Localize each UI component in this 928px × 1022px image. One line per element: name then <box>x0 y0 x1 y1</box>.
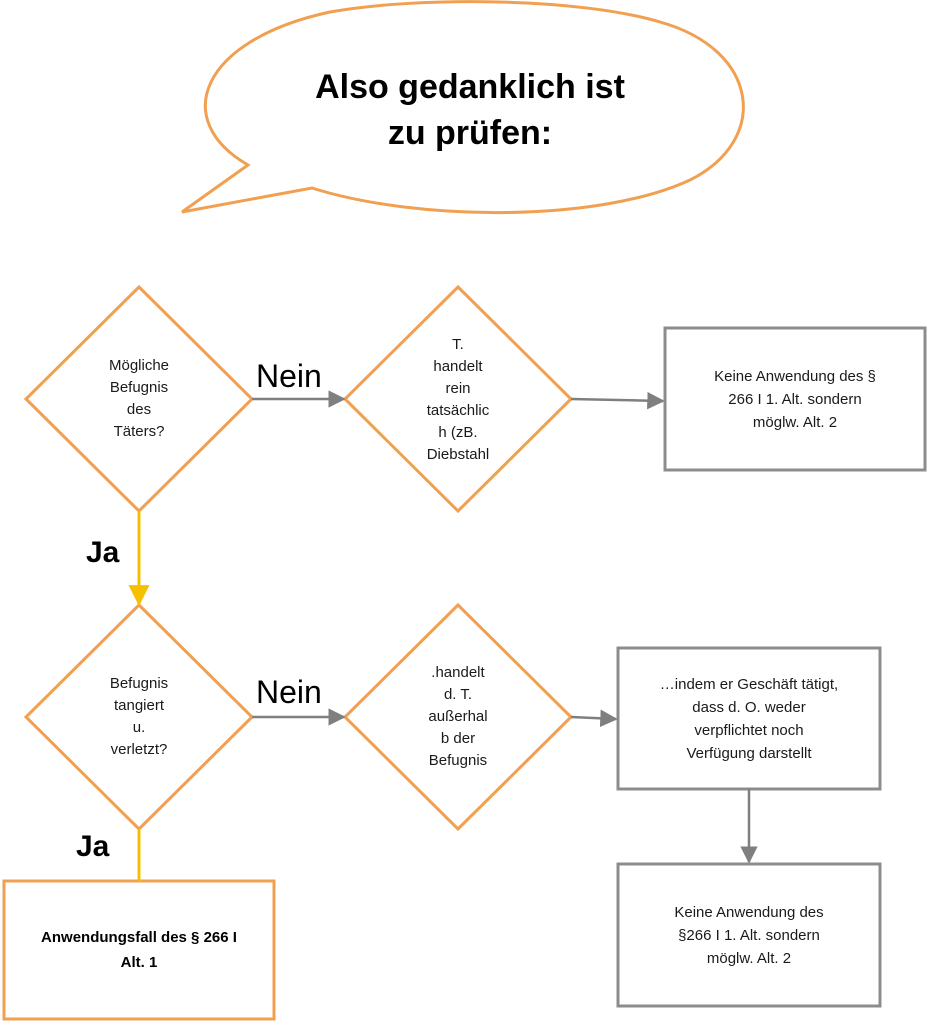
edge-label-yes-1: Ja <box>86 536 120 569</box>
box-no-application-1 <box>663 326 927 472</box>
box-label-no-application-2: Keine Anwendung des §266 I 1. Alt. sonde… <box>674 903 824 967</box>
decision-outside-authority <box>342 602 574 832</box>
arrow-to-box-1 <box>570 391 665 410</box>
speech-bubble <box>181 0 745 215</box>
arrow-to-box-2 <box>570 709 618 728</box>
box-application-case <box>2 879 276 1021</box>
edge-label-yes-2: Ja <box>76 830 110 863</box>
box-label-business-transaction: …indem er Geschäft tätigt, dass d. O. we… <box>659 675 839 762</box>
decision-label-authority-violated: Befugnis tangiert u. verletzt? <box>109 675 169 758</box>
edge-label-no-1: Nein <box>256 358 322 394</box>
decision-label-possible-authority: Mögliche Befugnis des Täters? <box>108 357 170 440</box>
bubble-title: Also gedanklich ist zu prüfen: <box>315 68 625 152</box>
edge-label-no-2: Nein <box>256 674 322 710</box>
box-label-application-case: Anwendungsfall des § 266 I Alt. 1 <box>41 929 237 971</box>
box-label-no-application-1: Keine Anwendung des § 266 I 1. Alt. sond… <box>714 367 876 431</box>
box-no-application-2 <box>616 862 882 1008</box>
decision-label-purely-factual: T. handelt rein tatsächlic h (zB. Diebst… <box>426 336 490 463</box>
decision-label-outside-authority: .handelt d. T. außerhal b der Befugnis <box>428 664 488 769</box>
decision-purely-factual <box>342 284 574 514</box>
